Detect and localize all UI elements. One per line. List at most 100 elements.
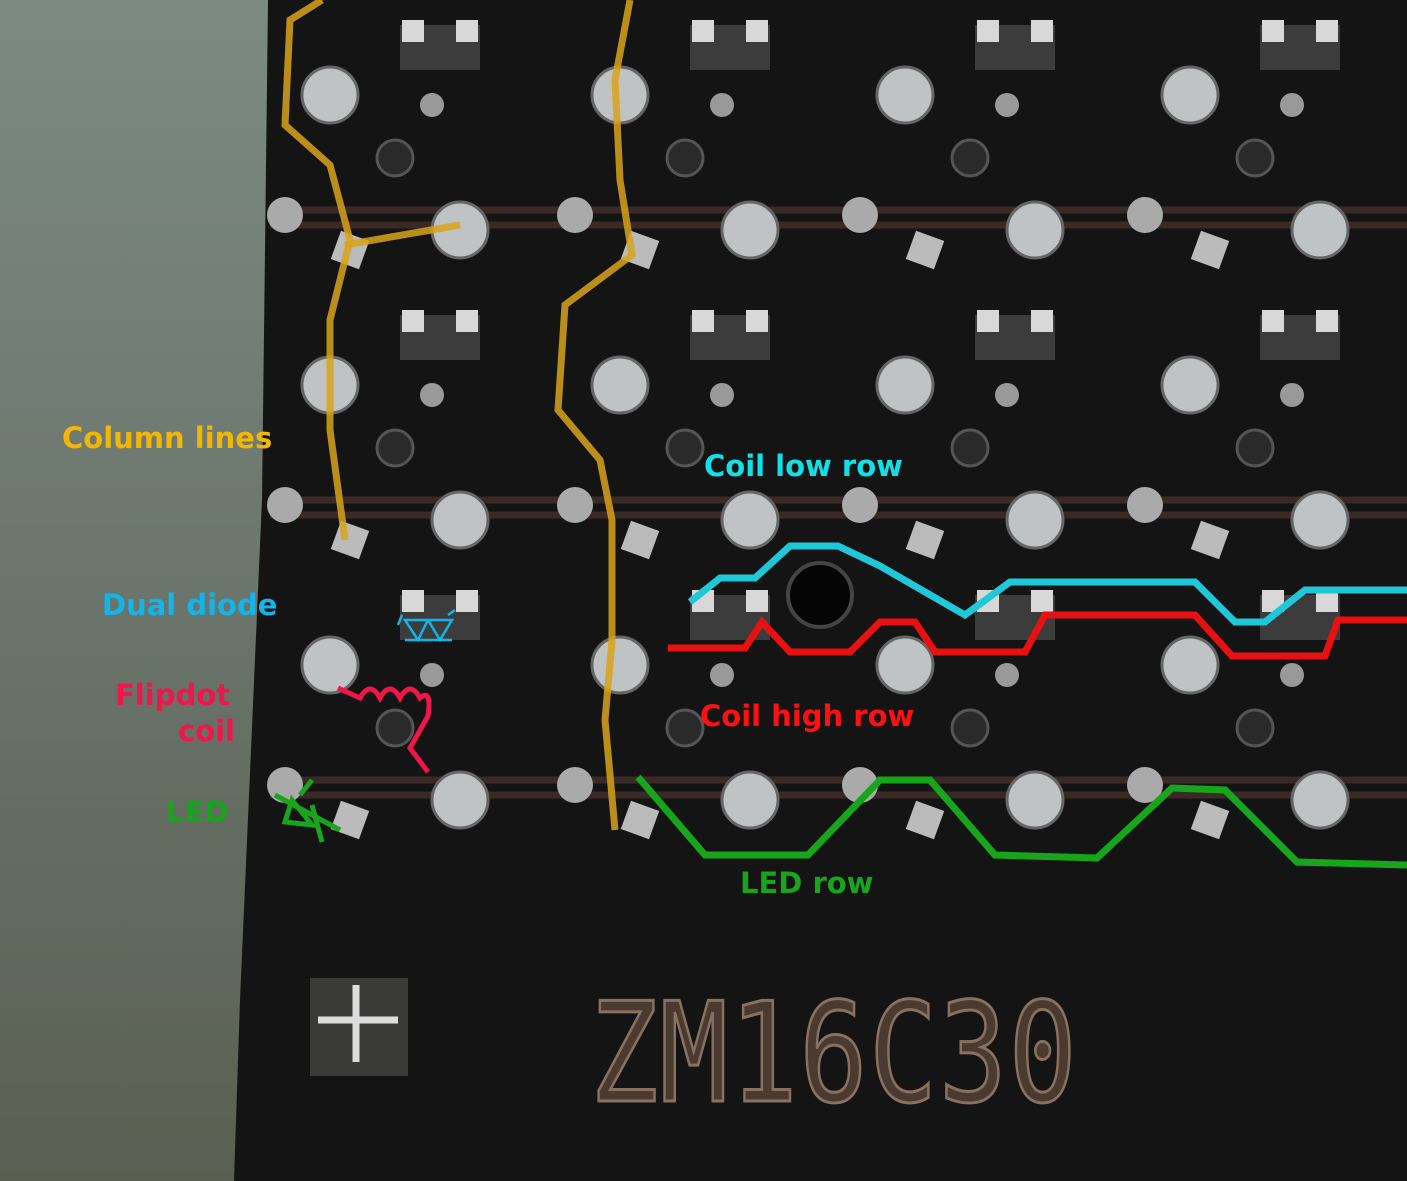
- solder-pad: [1160, 355, 1220, 415]
- smd-pad: [1031, 20, 1053, 42]
- fiducial-mark: [310, 978, 408, 1076]
- smd-pad: [456, 590, 478, 612]
- solder-pad: [430, 490, 490, 550]
- components: [267, 20, 1350, 840]
- smd-pad: [456, 310, 478, 332]
- led-row-line: [635, 774, 1407, 869]
- coil-low-row-line: [687, 542, 1407, 626]
- label-dual-diode: Dual diode: [102, 588, 278, 622]
- smd-pad: [977, 20, 999, 42]
- smd-pad: [402, 310, 424, 332]
- via: [995, 663, 1019, 687]
- led-pad: [1127, 197, 1163, 233]
- through-hole: [665, 708, 705, 748]
- led-pad: [557, 197, 593, 233]
- smd-pad: [1262, 590, 1284, 612]
- through-hole: [375, 428, 415, 468]
- smd-pad: [1262, 20, 1284, 42]
- solder-pad: [1005, 770, 1065, 830]
- smd-pad: [746, 310, 768, 332]
- coil-symbol-icon: [336, 685, 432, 774]
- led-pad: [1127, 487, 1163, 523]
- via: [420, 663, 444, 687]
- smd-pad: [1031, 590, 1053, 612]
- solder-pad: [1290, 770, 1350, 830]
- through-hole: [950, 708, 990, 748]
- solder-pad: [1005, 490, 1065, 550]
- solder-pad: [720, 770, 780, 830]
- via: [1280, 93, 1304, 117]
- column-branch-1: [344, 221, 461, 249]
- smd-pad: [977, 310, 999, 332]
- solder-pad: [875, 355, 935, 415]
- through-hole: [950, 428, 990, 468]
- led-smd: [905, 800, 945, 840]
- led-smd: [1190, 230, 1230, 270]
- led-pad: [267, 487, 303, 523]
- smd-pad: [692, 310, 714, 332]
- through-hole: [665, 138, 705, 178]
- smd-pad: [456, 20, 478, 42]
- led-pad: [1127, 767, 1163, 803]
- coil-high-row-line: [668, 611, 1407, 660]
- via: [420, 383, 444, 407]
- via: [995, 93, 1019, 117]
- via: [420, 93, 444, 117]
- led-smd: [620, 800, 660, 840]
- solder-pad: [590, 355, 650, 415]
- through-hole: [375, 138, 415, 178]
- solder-pad: [300, 635, 360, 695]
- column-line-1: [281, 0, 354, 541]
- led-smd: [620, 520, 660, 560]
- smd-pad: [1316, 310, 1338, 332]
- solder-pad: [875, 635, 935, 695]
- via: [710, 663, 734, 687]
- smd-pad: [1316, 20, 1338, 42]
- solder-pad: [300, 65, 360, 125]
- solder-pad: [720, 200, 780, 260]
- mounting-hole: [786, 561, 854, 629]
- led-smd: [1190, 800, 1230, 840]
- smd-pad: [1316, 590, 1338, 612]
- through-hole: [1235, 138, 1275, 178]
- smd-pad: [402, 20, 424, 42]
- led-smd: [905, 520, 945, 560]
- label-led-row: LED row: [740, 866, 874, 900]
- led-smd: [1190, 520, 1230, 560]
- smd-pad: [402, 590, 424, 612]
- led-pad: [842, 197, 878, 233]
- led-pad: [267, 197, 303, 233]
- solder-pad: [430, 770, 490, 830]
- led-symbol-icon: [273, 778, 342, 843]
- led-pad: [842, 487, 878, 523]
- solder-pad: [875, 65, 935, 125]
- solder-pad: [1005, 200, 1065, 260]
- solder-pad: [720, 490, 780, 550]
- via: [710, 383, 734, 407]
- solder-pad: [1160, 65, 1220, 125]
- led-smd: [330, 800, 370, 840]
- solder-pad: [1160, 635, 1220, 695]
- board-marking: ZM16C30: [589, 973, 1079, 1134]
- dual-diode-symbol-icon: [396, 608, 456, 643]
- label-flipdot: Flipdot: [115, 678, 230, 712]
- label-coil-high-row: Coil high row: [700, 699, 915, 733]
- solder-pad: [1290, 490, 1350, 550]
- through-hole: [950, 138, 990, 178]
- solder-pad: [590, 635, 650, 695]
- led-smd: [905, 230, 945, 270]
- via: [1280, 663, 1304, 687]
- through-hole: [665, 428, 705, 468]
- via: [710, 93, 734, 117]
- smd-pad: [746, 590, 768, 612]
- through-hole: [1235, 708, 1275, 748]
- smd-pad: [1262, 310, 1284, 332]
- through-hole: [375, 708, 415, 748]
- smd-pad: [1031, 310, 1053, 332]
- label-column-lines: Column lines: [62, 421, 273, 455]
- smd-pad: [692, 20, 714, 42]
- led-pad: [557, 767, 593, 803]
- smd-pad: [746, 20, 768, 42]
- via: [995, 383, 1019, 407]
